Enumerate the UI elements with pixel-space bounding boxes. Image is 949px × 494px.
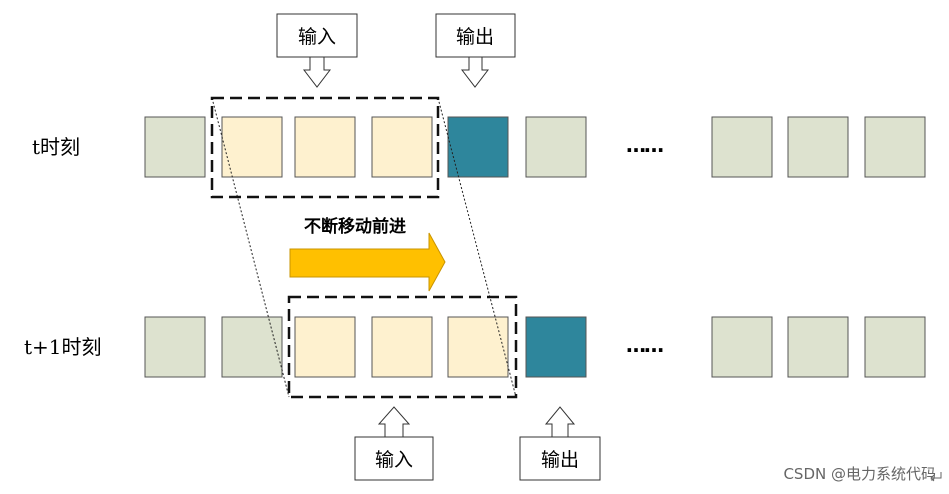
callout-label: 输入 — [298, 26, 336, 48]
callout-input-bottom: 输入 — [354, 406, 434, 481]
window-frame-top — [210, 96, 440, 199]
grey-cell — [711, 316, 773, 378]
cream-cell — [221, 116, 283, 178]
grey-cell — [787, 316, 849, 378]
callout-input-top: 输入 — [276, 13, 358, 88]
down-arrow-icon — [302, 56, 332, 88]
row-t-cells — [144, 116, 926, 178]
cream-cell — [294, 116, 356, 178]
callout-label: 输入 — [375, 449, 413, 471]
cream-cell — [371, 116, 433, 178]
row-label-t: t时刻 — [32, 135, 80, 159]
cream-cell — [447, 316, 509, 378]
cream-cell — [294, 316, 356, 378]
callout-label: 输出 — [456, 26, 494, 48]
projection-line-left — [211, 97, 290, 398]
grey-cell — [221, 316, 283, 378]
teal-cell — [447, 116, 509, 178]
return-arrow-icon — [930, 472, 942, 482]
projection-lines — [211, 97, 517, 398]
up-arrow-icon — [544, 406, 576, 438]
right-arrow-icon — [289, 232, 446, 292]
callout-label: 输出 — [541, 449, 579, 471]
teal-cell — [525, 316, 587, 378]
grey-cell — [144, 316, 206, 378]
grey-cell — [787, 116, 849, 178]
row-t-plus-1-cells — [144, 316, 926, 378]
move-label: 不断移动前进 — [304, 216, 406, 237]
down-arrow-icon — [460, 56, 490, 88]
ellipsis-bottom: …… — [626, 333, 663, 357]
up-arrow-icon — [377, 406, 411, 438]
grey-cell — [525, 116, 587, 178]
callout-box — [354, 436, 434, 481]
callout-output-bottom: 输出 — [519, 406, 601, 481]
projection-line-right — [437, 97, 517, 398]
callout-output-top: 输出 — [435, 13, 516, 88]
ellipsis-top: …… — [626, 133, 663, 157]
callout-box — [435, 13, 516, 58]
grey-cell — [711, 116, 773, 178]
grey-cell — [864, 316, 926, 378]
window-frame-bottom — [287, 295, 518, 399]
callout-box — [519, 436, 601, 481]
watermark-text: CSDN @电力系统代码 — [783, 465, 936, 483]
cream-cell — [371, 316, 433, 378]
callout-box — [276, 13, 358, 58]
row-label-t-plus-1: t+1时刻 — [24, 335, 102, 359]
grey-cell — [144, 116, 206, 178]
grey-cell — [864, 116, 926, 178]
